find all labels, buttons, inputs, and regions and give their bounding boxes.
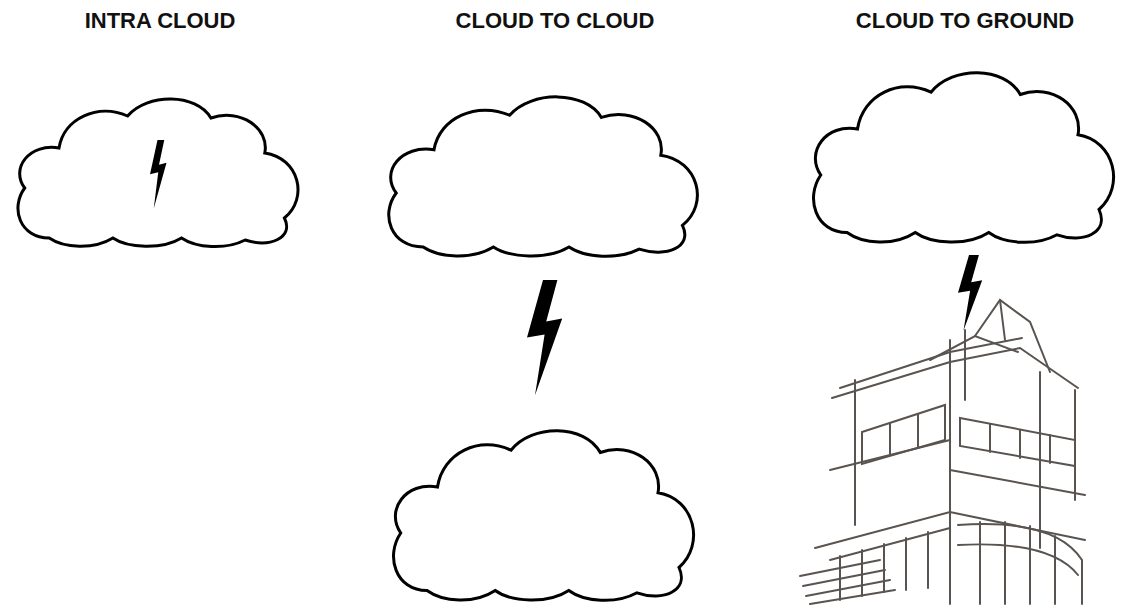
lightning-bolt xyxy=(150,140,167,208)
heading-label: INTRA CLOUD xyxy=(85,8,236,34)
building-sketch xyxy=(800,300,1085,604)
heading-label: CLOUD TO GROUND xyxy=(856,8,1074,34)
heading-label: CLOUD TO CLOUD xyxy=(456,8,655,34)
cloud xyxy=(814,73,1114,243)
cloud xyxy=(394,431,694,601)
cloud xyxy=(18,99,298,247)
lightning-bolt xyxy=(527,280,562,395)
cloud xyxy=(389,97,698,256)
lightning-bolt xyxy=(958,255,982,331)
